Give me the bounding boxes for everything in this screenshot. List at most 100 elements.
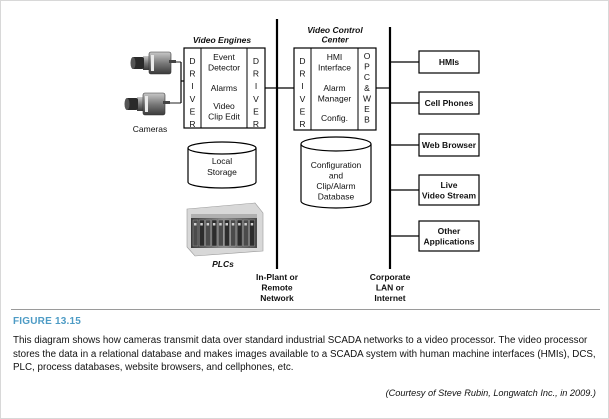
figure-label: FIGURE 13.15 — [13, 316, 81, 327]
plc-module — [217, 219, 224, 247]
driver-letter: V — [300, 94, 306, 104]
database-cylinder — [300, 136, 372, 209]
opc-web-letter: W — [363, 93, 371, 103]
output-box-label: Web Browser — [422, 140, 477, 150]
driver-letter: R — [299, 119, 305, 129]
plc-module — [224, 219, 230, 247]
plc-module — [199, 219, 205, 247]
video-engine-function-label: Video — [213, 101, 235, 111]
video-control-function-label: Manager — [318, 94, 352, 104]
local-storage-text-line: Storage — [207, 167, 237, 177]
video-engine-function-label: Alarms — [211, 83, 237, 93]
video-engine-function-label: Clip Edit — [208, 112, 240, 122]
plant-network-text-line: Network — [260, 293, 294, 303]
driver-letter: E — [300, 106, 306, 116]
camera-icon — [124, 92, 181, 116]
figure-caption: This diagram shows how cameras transmit … — [13, 335, 596, 374]
corporate-network-text-line: Corporate — [370, 272, 411, 282]
plc-module — [211, 219, 218, 247]
opc-web-letter: O — [364, 51, 371, 61]
plc-module — [243, 219, 249, 247]
plc-module-led — [219, 223, 222, 226]
corporate-network-text-line: LAN or — [376, 283, 405, 293]
plc-module — [192, 219, 199, 247]
plant-network-text-line: Remote — [261, 283, 292, 293]
output-box-label: Live — [440, 180, 457, 190]
video-control-center-title-line: Video Control — [307, 25, 363, 35]
plant-network-text-line: In-Plant or — [256, 272, 299, 282]
driver-letter: R — [189, 119, 195, 129]
video-engine-function-label: Event — [213, 52, 235, 62]
database-text-line: Clip/Alarm — [316, 181, 355, 191]
driver-letter: D — [189, 56, 195, 66]
video-engines-title: Video Engines — [193, 35, 252, 45]
opc-web-letter: & — [364, 83, 370, 93]
plc-module-led — [200, 223, 203, 226]
output-box-label: HMIs — [439, 57, 460, 67]
driver-letter: E — [253, 106, 259, 116]
local-storage-text-line: Local — [212, 156, 232, 166]
figure-credit: (Courtesy of Steve Rubin, Longwatch Inc.… — [385, 388, 596, 398]
plc-module — [249, 219, 255, 247]
video-engine-function-label: Detector — [208, 63, 240, 73]
opc-web-interface: OPC&WEB — [363, 51, 371, 125]
driver-letter: R — [299, 69, 305, 79]
video-control-center-block — [293, 47, 377, 131]
plc-module-led — [194, 223, 197, 226]
video-control-center-title-line: Center — [322, 35, 350, 45]
output-box-label: Other — [438, 226, 461, 236]
driver-letter: R — [253, 119, 259, 129]
output-box — [418, 174, 480, 206]
output-box — [418, 220, 480, 252]
database-text-line: and — [329, 171, 343, 181]
opc-web-letter: C — [364, 72, 370, 82]
plc-module-led — [225, 223, 228, 226]
driver-letter: I — [191, 81, 193, 91]
driver-letter: V — [190, 94, 196, 104]
database-text-line: Database — [318, 192, 355, 202]
video-engines-block — [183, 47, 266, 129]
video-control-function-label: Interface — [318, 63, 351, 73]
plc-module-led — [206, 223, 210, 226]
driver-letter: D — [299, 56, 305, 66]
database-text-line: Configuration — [311, 160, 362, 170]
opc-web-letter: E — [364, 104, 370, 114]
caption-divider — [11, 309, 600, 310]
video-control-function-label: Alarm — [323, 83, 345, 93]
local-storage-cylinder — [187, 141, 257, 189]
plc-module-led — [250, 223, 254, 226]
opc-web-letter: P — [364, 62, 370, 72]
driver-letter: E — [190, 106, 196, 116]
corporate-network-text-line: Internet — [374, 293, 405, 303]
plc-module — [230, 219, 237, 247]
driver-letter: R — [253, 69, 259, 79]
output-box-label: Applications — [423, 236, 474, 246]
opc-web-letter: B — [364, 115, 370, 125]
plc-rack-image — [186, 202, 264, 257]
plc-module — [236, 219, 243, 247]
plcs-label: PLCs — [212, 259, 234, 269]
output-box — [418, 91, 480, 115]
plc-module — [205, 219, 211, 247]
output-box-label: Cell Phones — [425, 98, 474, 108]
output-box — [418, 50, 480, 74]
video-control-function-label: HMI — [327, 52, 343, 62]
plc-module-led — [212, 223, 216, 226]
plc-module-led — [238, 223, 241, 226]
driver-letter: I — [255, 81, 257, 91]
driver-letter: D — [253, 56, 259, 66]
video-control-function-label: Config. — [321, 113, 348, 123]
